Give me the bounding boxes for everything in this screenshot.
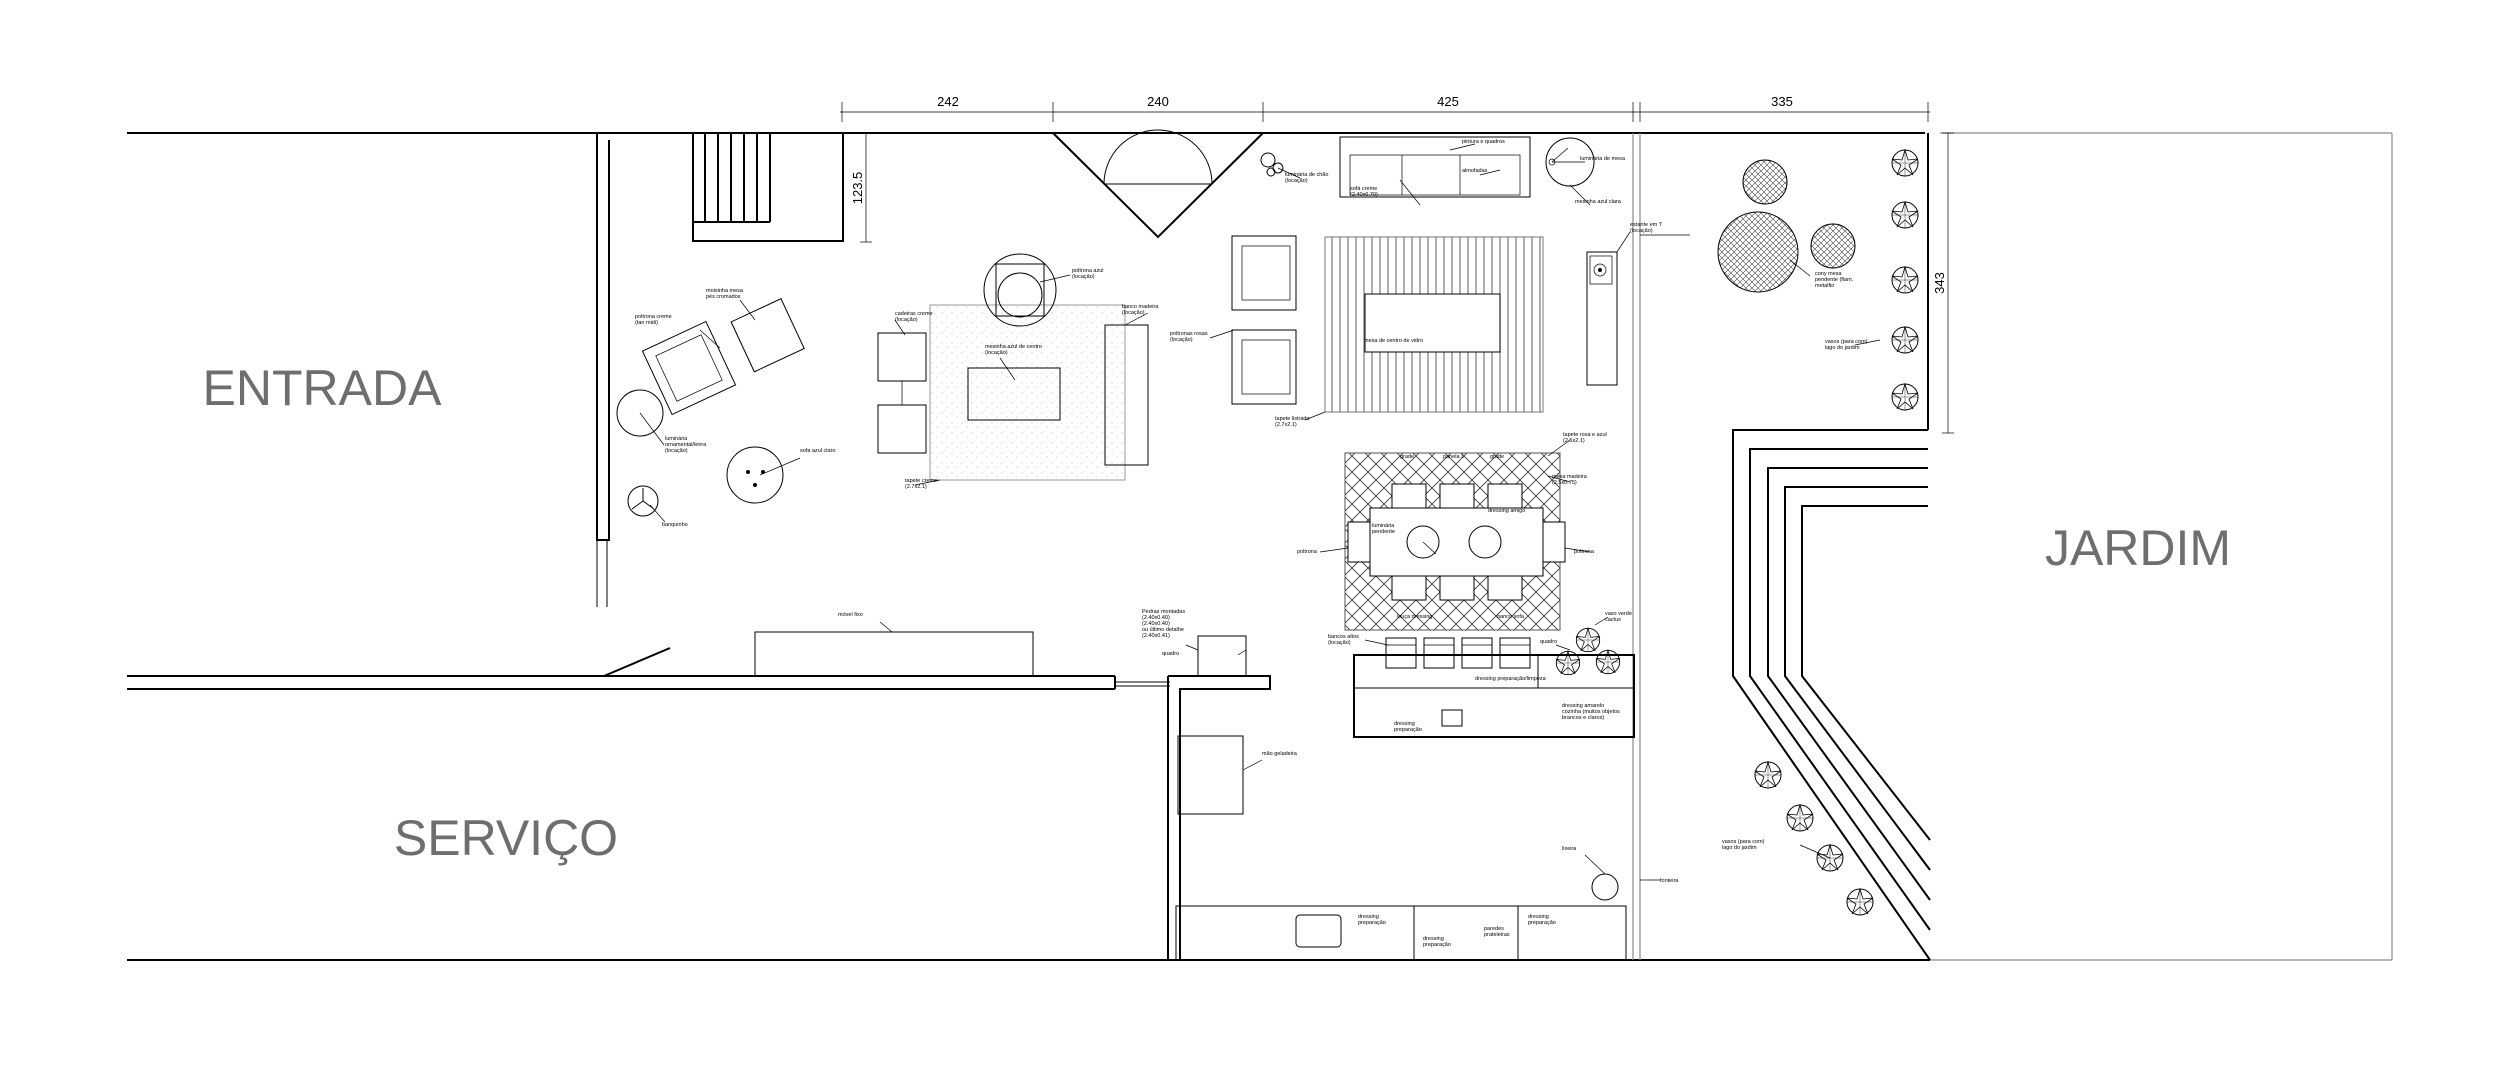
svg-text:tapete creme(2.7x2.1): tapete creme(2.7x2.1) (905, 478, 937, 490)
dimension-240: 240 (1147, 94, 1169, 109)
svg-text:pintura e quadros: pintura e quadros (1462, 139, 1505, 145)
garden-stairs (1732, 429, 1931, 961)
lamp-table (1545, 137, 1595, 187)
trash-bin (1591, 873, 1619, 901)
room-label-servico: SERVIÇO (394, 810, 618, 866)
bookshelf (1586, 251, 1618, 386)
sofa-cream (1339, 136, 1531, 198)
rug-cream (929, 304, 1126, 481)
bar-stools (1385, 637, 1531, 669)
svg-text:vasos (para com)lago do jardim: vasos (para com)lago do jardim (1825, 339, 1868, 351)
room-label-entrada: ENTRADA (203, 360, 443, 416)
svg-text:grade: grade (1400, 454, 1414, 460)
sofa-blue-round (726, 446, 784, 504)
armchair-cream (641, 320, 737, 416)
side-table-small (730, 298, 805, 373)
svg-text:fonteira: fonteira (1660, 878, 1679, 884)
svg-text:poltrona: poltrona (1297, 549, 1318, 555)
svg-text:panela 1: panela 1 (1443, 454, 1464, 460)
dimension-123-5: 123.5 (850, 172, 865, 205)
svg-text:quadro: quadro (1540, 639, 1557, 645)
svg-text:grade: grade (1490, 454, 1504, 460)
svg-text:mesinha azul clara: mesinha azul clara (1575, 199, 1622, 205)
dining-chairs-cream (877, 332, 927, 454)
svg-text:dressing preparação/limpeza: dressing preparação/limpeza (1475, 676, 1547, 682)
dimension-343: 343 (1932, 272, 1947, 294)
svg-text:mesa de centro de vidro: mesa de centro de vidro (1364, 338, 1423, 344)
stool (627, 485, 659, 517)
svg-text:poltrona creme(tan midi): poltrona creme(tan midi) (635, 314, 672, 326)
svg-text:luminária de mesa: luminária de mesa (1580, 156, 1626, 162)
plants-island (1555, 627, 1621, 676)
armchairs-pink (1231, 235, 1297, 405)
svg-text:louça dressing: louça dressing (1397, 614, 1432, 620)
dining-table (1347, 483, 1566, 601)
small-cabinet (1197, 635, 1247, 677)
lamp-entrada (616, 389, 664, 437)
garden-table-set (1717, 159, 1856, 293)
annotation-leaders (649, 143, 1881, 881)
fridge (1177, 735, 1244, 815)
dimension-335: 335 (1771, 94, 1793, 109)
entry-stairs (692, 132, 844, 242)
kitchen-island (1353, 654, 1635, 738)
svg-text:tapete listrado(2.7x2.1): tapete listrado(2.7x2.1) (1275, 416, 1310, 428)
svg-text:Pedras montadas(2.40x0.40)(2.4: Pedras montadas(2.40x0.40)(2.40x0.40)ou … (1142, 609, 1185, 639)
coffee-table-blue (967, 367, 1061, 421)
fixed-furniture (754, 631, 1034, 677)
floor-lamp (1260, 152, 1284, 177)
svg-text:tapete rosa e azul(2.5x2.1): tapete rosa e azul(2.5x2.1) (1563, 432, 1607, 444)
svg-text:almofadas: almofadas (1462, 168, 1488, 174)
svg-text:quadro: quadro (1162, 651, 1179, 657)
dimension-425: 425 (1437, 94, 1459, 109)
dimension-lines (840, 102, 1954, 434)
svg-text:mesinha azul de centro(locação: mesinha azul de centro(locação) (985, 344, 1042, 356)
dimension-242: 242 (937, 94, 959, 109)
svg-text:lixeira: lixeira (1562, 846, 1577, 852)
svg-text:cadeiras creme(locação): cadeiras creme(locação) (895, 311, 933, 323)
armchair-blue (983, 253, 1057, 327)
bottom-counter (1175, 905, 1627, 961)
garden-plants-top (1891, 149, 1919, 411)
svg-text:bancos altos(locação): bancos altos(locação) (1328, 634, 1359, 646)
svg-text:sofá creme(2.40x0.70): sofá creme(2.40x0.70) (1350, 186, 1378, 198)
svg-text:poltrona: poltrona (1574, 549, 1595, 555)
svg-text:banco madeira(locação): banco madeira(locação) (1122, 304, 1159, 316)
svg-text:vasos (para com)lago do jardim: vasos (para com)lago do jardim (1722, 839, 1765, 851)
bench-wood (1104, 324, 1149, 466)
glass-table (1364, 293, 1501, 353)
svg-text:estante em 'l'(locação): estante em 'l'(locação) (1630, 222, 1662, 234)
svg-text:luminária de chão(locação): luminária de chão(locação) (1285, 172, 1328, 184)
svg-text:poltronas rosas(locação): poltronas rosas(locação) (1170, 331, 1208, 343)
svg-text:dressing amigo: dressing amigo (1488, 508, 1525, 514)
svg-text:móvel fixo: móvel fixo (838, 612, 863, 618)
window-bay (1052, 129, 1264, 239)
svg-text:mesa madeira(2.5x0.75): mesa madeira(2.5x0.75) (1552, 474, 1588, 486)
svg-text:poltrona azul(locação): poltrona azul(locação) (1072, 268, 1104, 280)
svg-text:banco sofa: banco sofa (1497, 614, 1525, 620)
garden-plants-bottom (1754, 761, 1874, 916)
svg-text:sofa azul claro: sofa azul claro (800, 448, 835, 454)
svg-text:banquinho: banquinho (662, 522, 688, 528)
svg-text:mão geladeira: mão geladeira (1262, 751, 1298, 757)
room-label-jardim: JARDIM (2045, 520, 2231, 576)
